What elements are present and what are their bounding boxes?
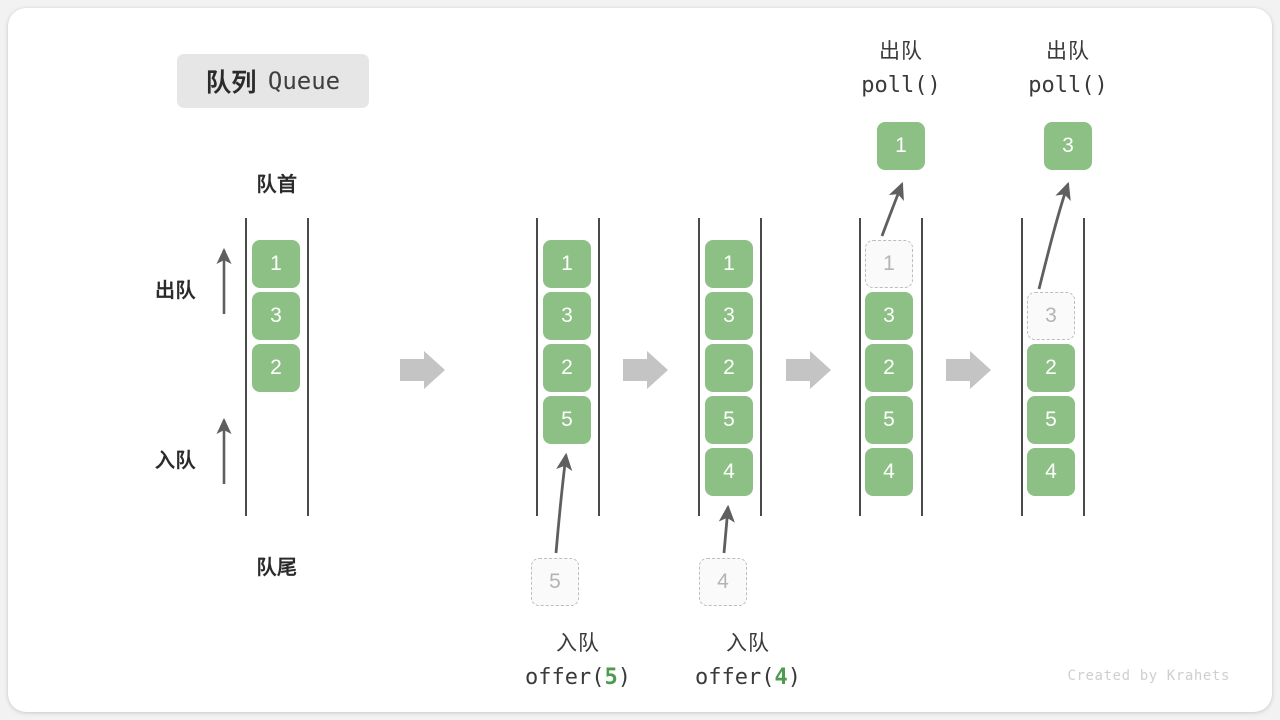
queue-cell: 1 <box>705 240 753 288</box>
code-argument: 4 <box>774 664 788 690</box>
outgoing-ghost-cell: 3 <box>1027 292 1075 340</box>
queue-tail-label: 队尾 <box>256 557 298 579</box>
queue-cell: 3 <box>543 292 591 340</box>
code-suffix: ) <box>617 664 631 690</box>
queue-cell: 3 <box>865 292 913 340</box>
popped-element: 1 <box>877 122 925 170</box>
enqueue-arrow-5 <box>554 452 573 554</box>
rail-right <box>598 218 600 516</box>
code-argument: 5 <box>604 664 618 690</box>
queue-cell: 4 <box>705 448 753 496</box>
dequeue-direction-label: 出队 <box>155 280 196 302</box>
dequeue-arrow-1 <box>880 181 904 237</box>
rail-left <box>859 218 861 516</box>
queue-cell: 5 <box>1027 396 1075 444</box>
queue-cell: 1 <box>252 240 300 288</box>
popped-element: 3 <box>1044 122 1092 170</box>
rail-right <box>921 218 923 516</box>
caption-code: offer(4) <box>648 661 848 695</box>
queue-cell: 4 <box>865 448 913 496</box>
queue-cell: 2 <box>252 344 300 392</box>
caption-chinese: 出队 <box>879 40 923 63</box>
enqueue-direction-label: 入队 <box>155 450 196 472</box>
queue-cell: 1 <box>543 240 591 288</box>
queue-cell: 2 <box>705 344 753 392</box>
caption-offer-4: 入队 offer(4) <box>648 628 848 695</box>
enqueue-arrow-4 <box>718 504 735 554</box>
queue-cell: 5 <box>543 396 591 444</box>
queue-cell: 2 <box>543 344 591 392</box>
caption-code: poll() <box>861 72 941 98</box>
incoming-ghost-cell: 5 <box>531 558 579 606</box>
rail-left <box>698 218 700 516</box>
rail-left <box>245 218 247 516</box>
rail-right <box>307 218 309 516</box>
code-prefix: offer( <box>695 664 775 690</box>
title-badge: 队列 Queue <box>177 54 369 108</box>
step-connector-arrow <box>623 351 668 389</box>
dequeue-arrow-3 <box>1037 181 1071 290</box>
rail-left <box>1021 218 1023 516</box>
diagram-card: 队列 Queue 队首 队尾 出队 入队 1 3 2 1 3 2 5 5 入队 … <box>8 8 1272 712</box>
queue-cell: 2 <box>1027 344 1075 392</box>
queue-cell: 3 <box>705 292 753 340</box>
step-connector-arrow <box>786 351 831 389</box>
caption-chinese: 出队 <box>1046 40 1090 63</box>
caption-code: offer(5) <box>478 661 678 695</box>
title-chinese: 队列 <box>205 69 257 97</box>
rail-right <box>1083 218 1085 516</box>
rail-right <box>760 218 762 516</box>
step-connector-arrow <box>946 351 991 389</box>
queue-cell: 2 <box>865 344 913 392</box>
queue-head-label: 队首 <box>256 174 298 196</box>
step-connector-arrow <box>400 351 445 389</box>
outgoing-ghost-cell: 1 <box>865 240 913 288</box>
code-prefix: offer( <box>525 664 605 690</box>
queue-cell: 5 <box>705 396 753 444</box>
code-suffix: ) <box>787 664 801 690</box>
incoming-ghost-cell: 4 <box>699 558 747 606</box>
queue-cell: 5 <box>865 396 913 444</box>
caption-chinese: 入队 <box>556 632 600 655</box>
watermark: Created by Krahets <box>1067 668 1230 684</box>
caption-code: poll() <box>1028 72 1108 98</box>
caption-chinese: 入队 <box>726 632 770 655</box>
queue-cell: 3 <box>252 292 300 340</box>
title-english: Queue <box>267 67 341 95</box>
rail-left <box>536 218 538 516</box>
arrow-overlay <box>216 181 1071 554</box>
caption-poll-1: 出队 poll() <box>801 36 1001 103</box>
caption-offer-5: 入队 offer(5) <box>478 628 678 695</box>
caption-poll-3: 出队 poll() <box>968 36 1168 103</box>
queue-cell: 4 <box>1027 448 1075 496</box>
